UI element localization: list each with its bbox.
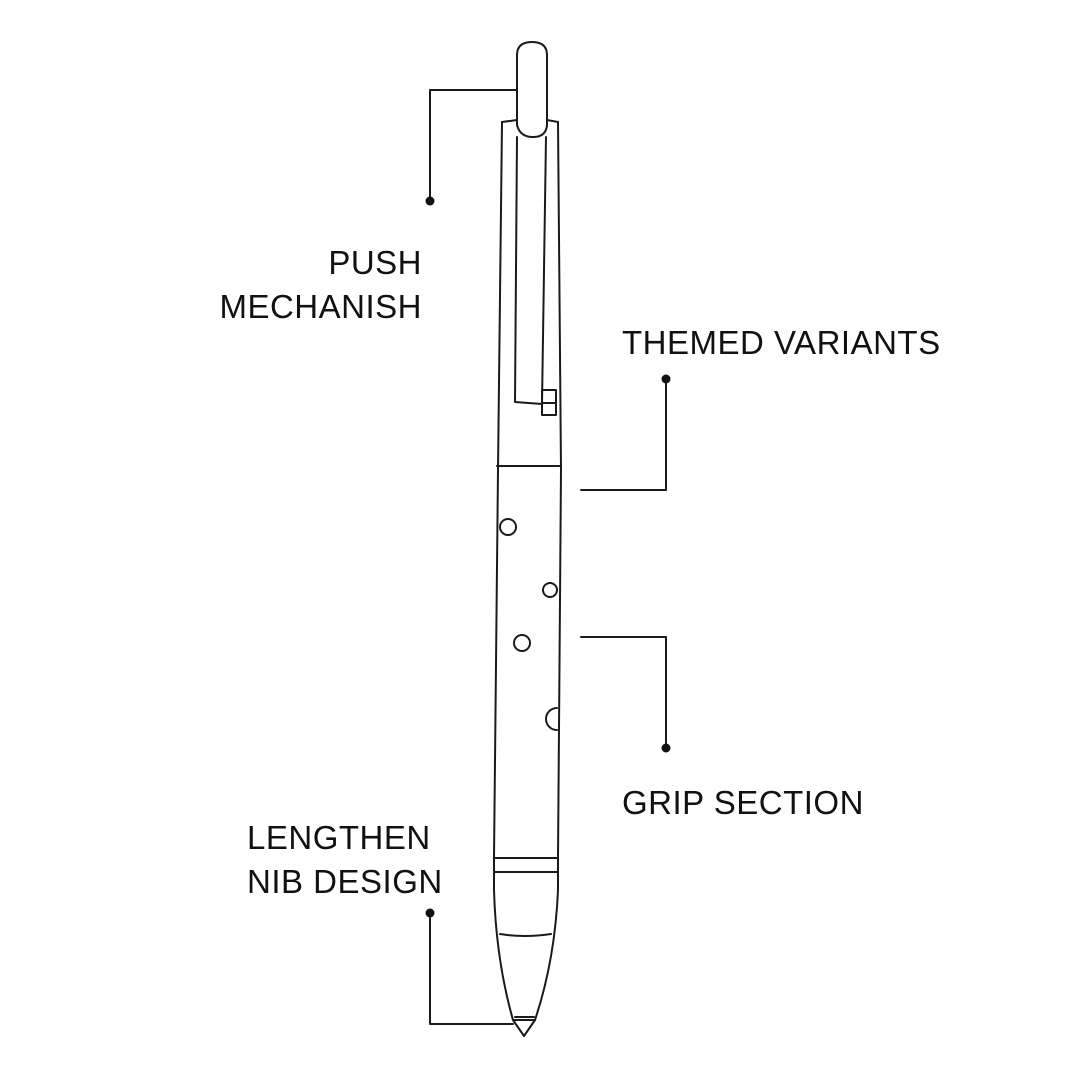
pen-barrel-right [534, 121, 562, 1021]
label-themed-variants: THEMED VARIANTS [622, 321, 941, 365]
barrel-dot [513, 634, 531, 652]
label-push-mechanism: PUSH MECHANISH [219, 241, 422, 329]
leader-lengthen-nib [429, 912, 514, 1025]
push-button [516, 41, 548, 126]
label-themed-variants-line1: THEMED VARIANTS [622, 324, 941, 361]
label-lengthen-nib: LENGTHEN NIB DESIGN [247, 816, 443, 904]
label-push-mechanism-line1: PUSH [328, 244, 422, 281]
leader-push-mechanism [429, 89, 518, 202]
barrel-dot [499, 518, 517, 536]
pen-top-rim [501, 119, 559, 123]
barrel-dot [545, 707, 558, 731]
label-lengthen-nib-line2: NIB DESIGN [247, 863, 443, 900]
pen-barrel-left [493, 121, 514, 1021]
leader-dot-themed-variants [661, 374, 671, 384]
pen-clip [516, 124, 548, 138]
label-lengthen-nib-line1: LENGTHEN [247, 819, 431, 856]
leader-dot-grip-section [661, 743, 671, 753]
nib-tip [512, 1019, 536, 1037]
leader-themed-variants [580, 378, 667, 491]
barrel-dot [542, 582, 558, 598]
leader-dot-lengthen-nib [425, 908, 435, 918]
nib-band [499, 933, 552, 937]
label-push-mechanism-line2: MECHANISH [219, 288, 422, 325]
pen-clip-body [514, 136, 547, 405]
label-grip-section: GRIP SECTION [622, 781, 864, 825]
leader-dot-push-mechanism [425, 196, 435, 206]
leader-grip-section [580, 636, 667, 749]
label-grip-section-line1: GRIP SECTION [622, 784, 864, 821]
